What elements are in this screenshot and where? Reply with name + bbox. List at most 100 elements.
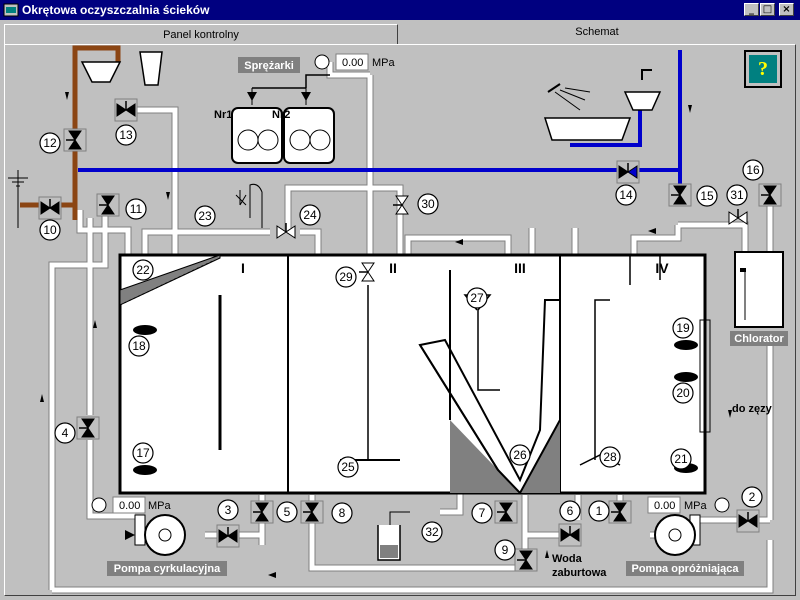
valve[interactable] (114, 98, 138, 122)
marker-18: 18 (128, 335, 150, 357)
marker-5: 5 (276, 501, 298, 523)
valve[interactable] (357, 261, 379, 283)
bathtub-icon (543, 83, 632, 141)
valve[interactable] (391, 194, 413, 216)
valve[interactable] (76, 416, 100, 440)
valve[interactable] (558, 523, 582, 547)
svg-text:20: 20 (676, 386, 690, 400)
pressure-gauges (91, 54, 730, 513)
svg-text:MPa: MPa (372, 57, 396, 69)
marker-32: 32 (421, 521, 443, 543)
valve[interactable] (608, 500, 632, 524)
marker-13: 13 (115, 124, 137, 146)
valve[interactable] (250, 500, 274, 524)
marker-16: 16 (742, 159, 764, 181)
marker-29: 29 (335, 266, 357, 288)
marker-19: 19 (672, 317, 694, 339)
ground-symbol (8, 170, 28, 228)
svg-text:14: 14 (619, 188, 633, 202)
svg-text:0.00: 0.00 (654, 500, 675, 512)
marker-30: 30 (417, 193, 439, 215)
marker-22: 22 (132, 259, 154, 281)
svg-text:9: 9 (502, 543, 509, 557)
pump-circulation-tag: Pompa cyrkulacyjna (107, 561, 227, 576)
svg-text:Pompa cyrkulacyjna: Pompa cyrkulacyjna (114, 563, 221, 575)
marker-31: 31 (726, 184, 748, 206)
label-seawater-1: Woda (552, 553, 583, 565)
valve[interactable] (216, 524, 240, 548)
tab-control-panel[interactable]: Panel kontrolny (4, 24, 398, 45)
svg-text:0.00: 0.00 (119, 500, 140, 512)
chamber-label: I (241, 260, 245, 276)
compressor-tag: Sprężarki (238, 57, 300, 73)
marker-25: 25 (337, 456, 359, 478)
valve[interactable] (96, 193, 120, 217)
marker-15: 15 (696, 185, 718, 207)
help-button[interactable]: ? (744, 50, 782, 88)
valve-markers (38, 98, 782, 572)
marker-3: 3 (217, 499, 239, 521)
marker-4: 4 (54, 422, 76, 444)
marker-20: 20 (672, 382, 694, 404)
label-to-bilge: do zęzy (732, 403, 773, 415)
valve[interactable] (736, 509, 760, 533)
svg-text:16: 16 (746, 163, 760, 177)
svg-text:21: 21 (674, 452, 688, 466)
chamber-label: III (514, 260, 526, 276)
minimize-button[interactable]: _ (744, 3, 759, 16)
svg-text:Pompa opróżniająca: Pompa opróżniająca (632, 563, 740, 575)
svg-text:Sprężarki: Sprężarki (244, 60, 294, 72)
marker-27: 27 (466, 287, 488, 309)
svg-text:25: 25 (341, 460, 355, 474)
valve[interactable] (616, 160, 640, 184)
svg-text:23: 23 (198, 209, 212, 223)
pressure-readout-right: 0.00 MPa (647, 496, 708, 514)
valve[interactable] (727, 207, 749, 229)
svg-text:27: 27 (470, 291, 484, 305)
marker-28: 28 (599, 446, 621, 468)
svg-text:Chlorator: Chlorator (734, 333, 784, 345)
marker-21: 21 (670, 448, 692, 470)
svg-text:24: 24 (303, 208, 317, 222)
close-button[interactable]: × (779, 3, 794, 16)
schema-panel (4, 44, 796, 596)
valve[interactable] (514, 548, 538, 572)
marker-1: 1 (588, 500, 610, 522)
pressure-readout-left: 0.00 MPa (112, 496, 172, 514)
valve[interactable] (494, 500, 518, 524)
marker-2: 2 (741, 486, 763, 508)
svg-text:32: 32 (425, 525, 439, 539)
marker-24: 24 (299, 204, 321, 226)
svg-text:29: 29 (339, 270, 353, 284)
valve[interactable] (300, 500, 324, 524)
svg-text:4: 4 (62, 426, 69, 440)
beaker-icon (377, 511, 410, 561)
svg-text:13: 13 (119, 128, 133, 142)
valve[interactable] (63, 128, 87, 152)
blue-pipe (78, 50, 682, 185)
level-sensors (133, 325, 698, 475)
marker-26: 26 (509, 444, 531, 466)
svg-text:6: 6 (567, 504, 574, 518)
svg-text:15: 15 (700, 189, 714, 203)
maximize-button[interactable]: □ (760, 3, 775, 16)
marker-7: 7 (471, 502, 493, 524)
marker-23: 23 (194, 205, 216, 227)
valve[interactable] (758, 183, 782, 207)
valve[interactable] (275, 221, 297, 243)
valve[interactable] (668, 183, 692, 207)
svg-text:11: 11 (130, 202, 143, 216)
chlorator-tag: Chlorator (730, 331, 788, 346)
svg-text:10: 10 (43, 223, 57, 237)
title-bar: Okrętowa oczyszczalnia ścieków _ □ × (0, 0, 800, 20)
marker-14: 14 (615, 184, 637, 206)
svg-text:MPa: MPa (148, 500, 172, 512)
valve[interactable] (38, 196, 62, 220)
washbasin-icon (623, 69, 662, 111)
tab-schema[interactable]: Schemat (398, 22, 796, 45)
svg-text:31: 31 (730, 188, 744, 202)
compressor-nr1 (231, 88, 283, 164)
compressor-nr2 (283, 88, 335, 164)
svg-text:3: 3 (225, 503, 232, 517)
